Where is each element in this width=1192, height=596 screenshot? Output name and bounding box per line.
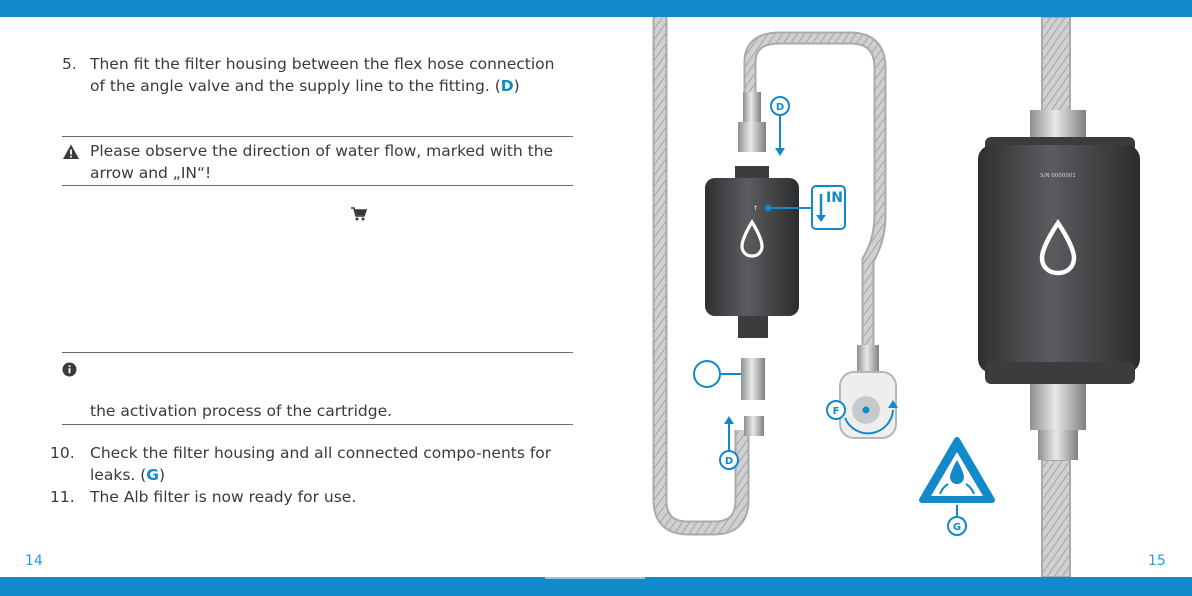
leak-warning-icon — [919, 437, 995, 503]
serial-number: S/N 0000001 — [1040, 173, 1076, 179]
upper-nut — [1030, 110, 1086, 138]
divider — [62, 185, 573, 186]
water-drop-icon — [740, 218, 764, 258]
right-hose — [1041, 17, 1071, 577]
left-page: 5. Then fit the filter housing between t… — [0, 17, 596, 577]
paren-close: ) — [513, 77, 520, 95]
top-fitting — [743, 92, 761, 122]
in-callout: IN — [764, 185, 846, 230]
small-filter: ↑ — [705, 166, 799, 338]
top-nut — [738, 122, 766, 152]
callout-f-label: F — [833, 406, 840, 417]
paren-close: ) — [159, 466, 166, 484]
figure-ref-g: G — [146, 466, 160, 484]
step-10-text: Check the filter housing and all connect… — [90, 444, 552, 484]
adapter — [741, 358, 765, 400]
figure-ref-d: D — [500, 77, 514, 95]
small-in-mark: ↑ — [753, 205, 758, 212]
long-hose — [652, 17, 750, 536]
step-number: 5. — [62, 55, 77, 73]
callout-d-bottom-label: D — [725, 456, 733, 467]
step-text: The Alb filter is now ready for use. — [90, 488, 357, 506]
callout-g-label: G — [953, 522, 961, 533]
bar-notch — [545, 577, 645, 579]
large-filter: S/N 0000001 — [978, 137, 1140, 384]
bottom-color-bar — [0, 577, 1192, 596]
installation-illustration: ↑ IN D D F S/N — [652, 17, 1140, 577]
step-number: 11. — [50, 488, 75, 506]
lower-nut — [1038, 430, 1078, 460]
step-number: 10. — [50, 444, 75, 462]
callout-empty — [693, 360, 721, 388]
callout-f — [826, 400, 846, 420]
left-page-number: 14 — [25, 553, 43, 569]
warning-triangle-icon — [63, 144, 79, 159]
loop-hose — [743, 31, 887, 345]
callout-d-top-label: D — [776, 102, 784, 113]
step-5-text: Then fit the filter housing between the … — [90, 55, 555, 95]
lower-fitting — [1030, 384, 1086, 430]
divider — [62, 136, 573, 137]
water-drop-icon — [1039, 219, 1077, 276]
top-color-bar — [0, 0, 1192, 17]
step-text: Then fit the filter housing between the … — [90, 53, 570, 97]
info-circle-icon — [62, 362, 77, 377]
warning-text: Please observe the direction of water fl… — [90, 142, 554, 182]
in-label: IN — [826, 190, 843, 206]
divider — [62, 424, 573, 425]
divider — [62, 352, 573, 353]
right-page-number: 15 — [1148, 553, 1166, 569]
callout-g — [947, 516, 967, 536]
angle-valve — [839, 345, 898, 439]
bottom-fitting — [744, 416, 764, 436]
step-text: Check the filter housing and all connect… — [90, 442, 560, 486]
shopping-cart-icon — [351, 207, 367, 221]
info-text: the activation process of the cartridge. — [90, 402, 393, 420]
